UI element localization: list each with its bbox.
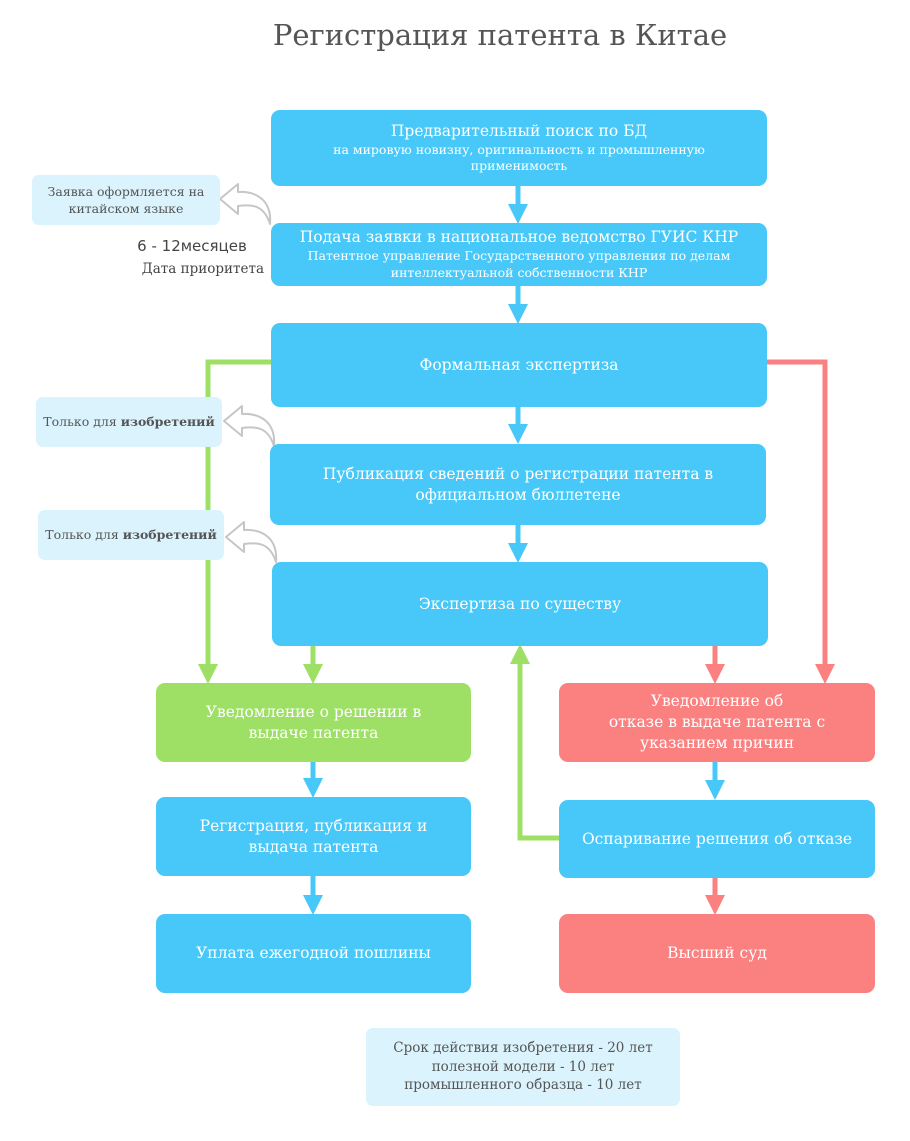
filing-sub-2: интеллектуальной собственности КНР xyxy=(391,265,648,282)
refusal-notice-line-2: отказе в выдаче патента с xyxy=(609,712,825,733)
validity-note-line-2: полезной модели - 10 лет xyxy=(432,1058,615,1077)
substantive-examination-box: Экспертиза по существу xyxy=(272,562,768,646)
priority-period: 6 - 12месяцев xyxy=(100,237,264,255)
publication-line-1: Публикация сведений о регистрации патент… xyxy=(323,464,713,485)
chinese-language-note: Заявка оформляется на китайском языке xyxy=(32,175,220,225)
validity-note-line-1: Срок действия изобретения - 20 лет xyxy=(393,1039,652,1058)
priority-info: 6 - 12месяцев Дата приоритета xyxy=(100,237,264,277)
substantive-examination-title: Экспертиза по существу xyxy=(419,594,621,615)
refusal-notice-box: Уведомление об отказе в выдаче патента с… xyxy=(559,683,875,762)
appeal-box: Оспаривание решения об отказе xyxy=(559,800,875,878)
preliminary-search-sub-2: применимость xyxy=(471,158,567,175)
filing-box: Подача заявки в национальное ведомство Г… xyxy=(271,223,767,286)
publication-line-2: официальном бюллетене xyxy=(415,485,620,506)
arrow-appeal-to-substantive xyxy=(520,654,560,838)
annual-fee-title: Уплата ежегодной пошлины xyxy=(196,943,431,964)
curved-arrow-inventions-2 xyxy=(226,522,276,562)
registration-box: Регистрация, публикация и выдача патента xyxy=(156,797,471,876)
refusal-notice-line-3: указанием причин xyxy=(640,733,794,754)
inventions-only-note-1-bold: изобретений xyxy=(121,413,215,431)
annual-fee-box: Уплата ежегодной пошлины xyxy=(156,914,471,993)
refusal-notice-line-1: Уведомление об xyxy=(651,691,783,712)
chinese-language-note-line-1: Заявка оформляется на xyxy=(48,183,205,201)
formal-examination-title: Формальная экспертиза xyxy=(419,355,618,376)
inventions-only-note-1-prefix: Только для xyxy=(43,413,120,431)
filing-title: Подача заявки в национальное ведомство Г… xyxy=(300,227,738,248)
preliminary-search-sub-1: на мировую новизну, оригинальность и про… xyxy=(333,142,705,159)
inventions-only-note-2-bold: изобретений xyxy=(123,526,217,544)
inventions-only-note-2-prefix: Только для xyxy=(45,526,122,544)
registration-line-2: выдача патента xyxy=(249,837,379,858)
chinese-language-note-line-2: китайском языке xyxy=(69,200,184,218)
grant-notice-box: Уведомление о решении в выдаче патента xyxy=(156,683,471,762)
supreme-court-box: Высший суд xyxy=(559,914,875,993)
inventions-only-note-2: Только для изобретений xyxy=(38,510,224,560)
formal-examination-box: Формальная экспертиза xyxy=(271,323,767,407)
filing-sub-1: Патентное управление Государственного уп… xyxy=(308,248,731,265)
appeal-title: Оспаривание решения об отказе xyxy=(582,829,852,850)
inventions-only-note-1: Только для изобретений xyxy=(36,397,222,447)
curved-arrow-chinese xyxy=(220,184,270,224)
preliminary-search-box: Предварительный поиск по БД на мировую н… xyxy=(271,110,767,186)
priority-label: Дата приоритета xyxy=(100,261,264,277)
publication-box: Публикация сведений о регистрации патент… xyxy=(270,444,766,525)
supreme-court-title: Высший суд xyxy=(667,943,767,964)
registration-line-1: Регистрация, публикация и xyxy=(200,816,428,837)
grant-notice-line-1: Уведомление о решении в xyxy=(206,702,421,723)
curved-arrow-inventions-1 xyxy=(224,406,274,446)
validity-note: Срок действия изобретения - 20 лет полез… xyxy=(366,1028,680,1106)
validity-note-line-3: промышленного образца - 10 лет xyxy=(404,1076,641,1095)
grant-notice-line-2: выдаче патента xyxy=(249,723,379,744)
arrow-formal-to-refusal xyxy=(766,362,825,674)
preliminary-search-title: Предварительный поиск по БД xyxy=(391,121,647,142)
